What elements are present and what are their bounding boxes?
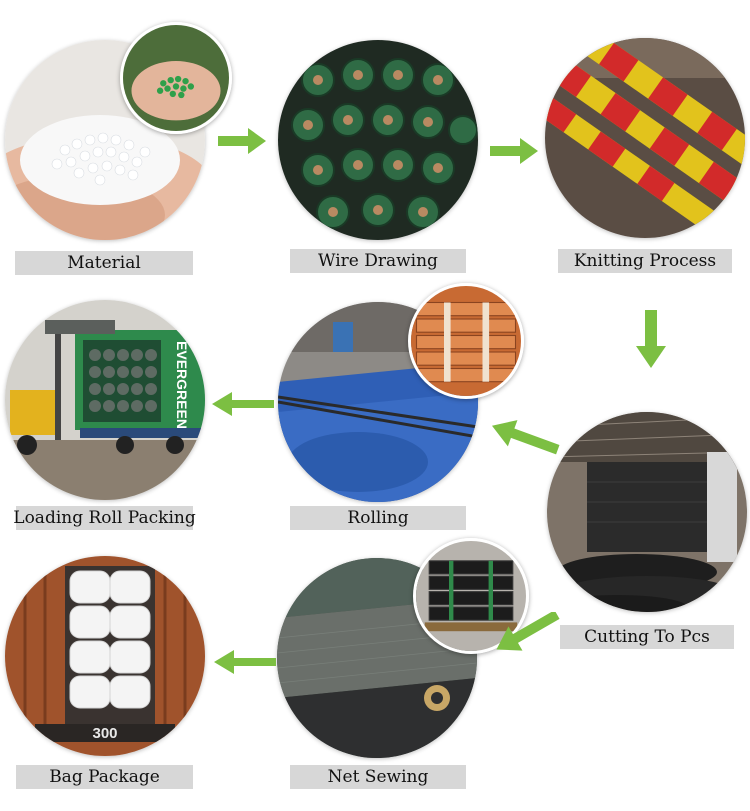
arrow-right-icon bbox=[490, 138, 538, 164]
step-label-net-sewing: Net Sewing bbox=[290, 765, 466, 789]
arrow-down-left-icon bbox=[488, 612, 562, 654]
arrow-up-left-icon bbox=[486, 418, 560, 456]
knitting-process-photo bbox=[545, 38, 745, 238]
arrow-right-icon bbox=[218, 128, 266, 154]
bag-package-photo: 300 bbox=[5, 556, 205, 756]
wire-drawing-photo bbox=[278, 40, 478, 240]
cutting-to-pcs-photo bbox=[547, 412, 747, 612]
step-label-wire-drawing: Wire Drawing bbox=[290, 249, 466, 273]
step-label-loading-roll-packing: Loading Roll Packing bbox=[13, 506, 196, 530]
loading-roll-packing-photo: EVERGREEN bbox=[5, 300, 205, 500]
arrow-down-icon bbox=[636, 310, 666, 368]
orange-rolls-inset bbox=[408, 283, 524, 399]
container-brand-text: EVERGREEN bbox=[174, 341, 190, 429]
container-number-text: 300 bbox=[92, 725, 117, 742]
step-label-rolling: Rolling bbox=[290, 506, 466, 530]
step-label-knitting-process: Knitting Process bbox=[558, 249, 732, 273]
black-rolls-inset bbox=[413, 538, 529, 654]
arrow-left-icon bbox=[212, 392, 274, 416]
arrow-left-icon bbox=[214, 650, 276, 674]
step-label-cutting-to-pcs: Cutting To Pcs bbox=[560, 625, 734, 649]
step-label-bag-package: Bag Package bbox=[16, 765, 193, 789]
step-label-material: Material bbox=[15, 251, 193, 275]
green-pellets-inset bbox=[120, 22, 232, 134]
